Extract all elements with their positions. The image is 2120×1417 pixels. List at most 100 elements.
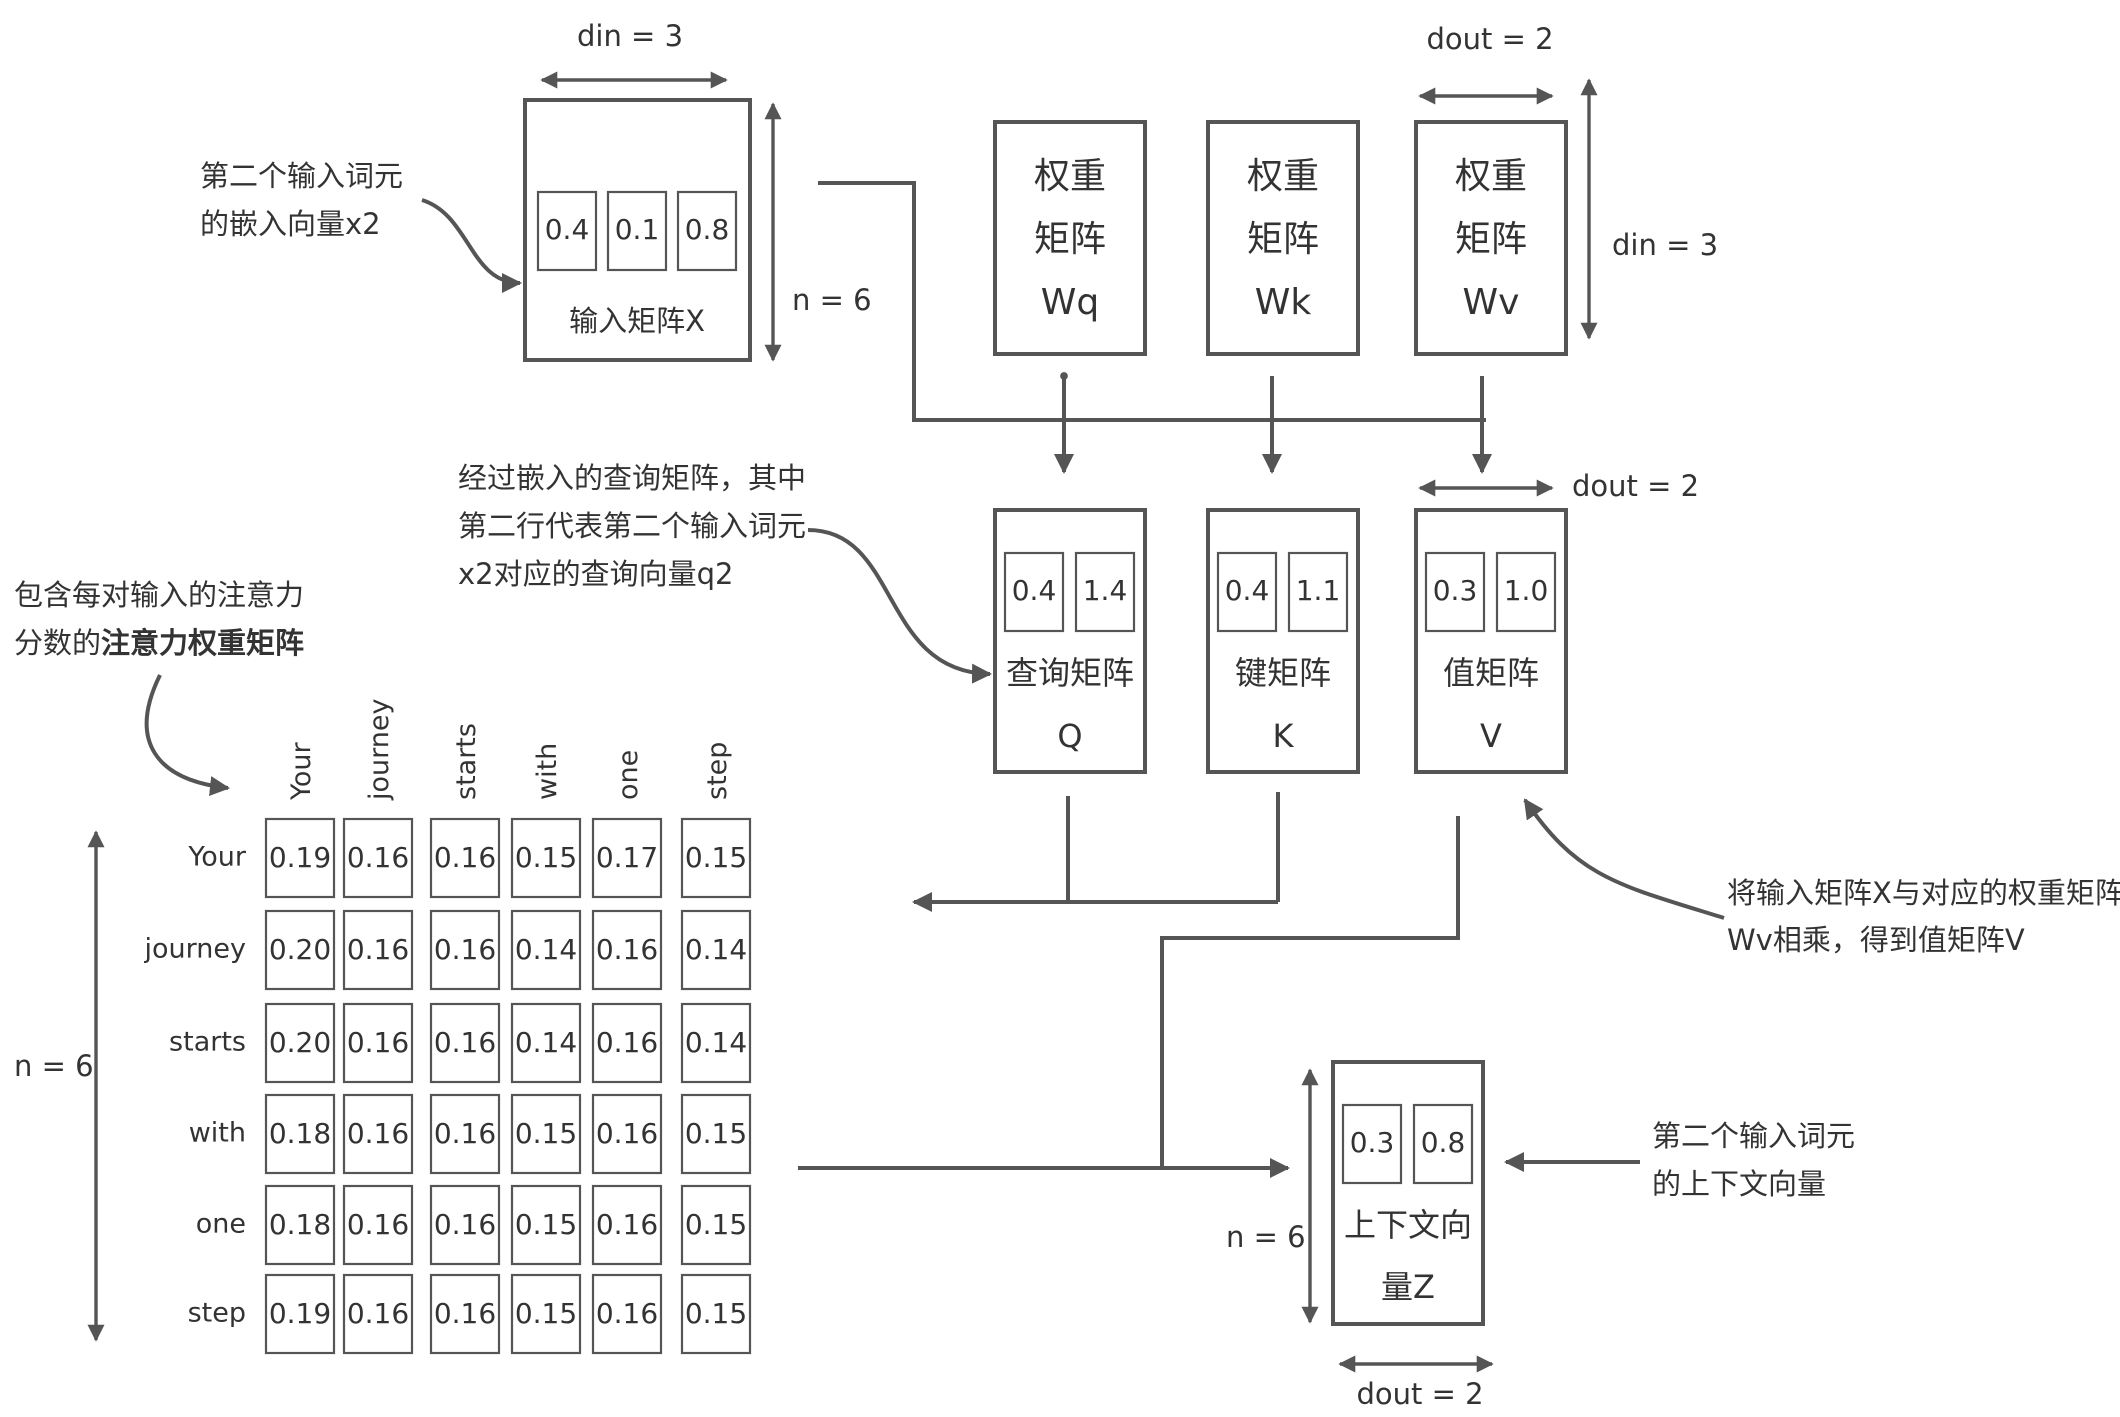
attention-weight-value: 0.16 [434, 1297, 496, 1330]
attention-weight-value: 0.16 [434, 933, 496, 966]
attention-cell [429, 1273, 501, 1355]
input-annotation-line2: 的嵌入向量x2 [200, 207, 381, 241]
attention-weight-value: 0.16 [347, 1117, 409, 1150]
attention-row-label: one [196, 1209, 246, 1240]
attention-cell [680, 909, 752, 991]
svg-text:Wq: Wq [1041, 282, 1099, 323]
attention-row-label: journey [144, 934, 246, 965]
svg-text:1.4: 1.4 [1083, 574, 1128, 607]
key-symbol: K [1273, 717, 1295, 755]
input-annotation-line1: 第二个输入词元 [200, 159, 403, 193]
svg-text:Wv: Wv [1463, 282, 1520, 323]
svg-text:0.3: 0.3 [1433, 574, 1478, 607]
qkv-matrices: 0.4 1.4 0.4 1.1 0.3 1.0 查询矩阵 键矩阵 值矩阵 Q K… [993, 508, 1568, 774]
svg-text:矩阵: 矩阵 [1247, 219, 1319, 260]
attention-cell [680, 1002, 752, 1084]
attention-cell [680, 1273, 752, 1355]
svg-text:0.4: 0.4 [1225, 574, 1270, 607]
attention-annotation-arrow [144, 674, 230, 796]
query-symbol: Q [1057, 717, 1082, 755]
attention-weight-value: 0.15 [685, 1297, 747, 1330]
input-to-weights-connector [818, 181, 1486, 422]
query-annotation-line3: x2对应的查询向量q2 [458, 557, 733, 591]
context-label-line2: 量Z [1381, 1268, 1435, 1306]
attention-weight-value: 0.14 [685, 1026, 747, 1059]
attention-weight-value: 0.15 [685, 841, 747, 874]
attention-cell [264, 817, 336, 899]
attention-cell [591, 1273, 663, 1355]
svg-text:1.0: 1.0 [1504, 574, 1549, 607]
value-annotation-line2: Wv相乘，得到值矩阵V [1727, 923, 2025, 957]
attention-weight-value: 0.16 [434, 1208, 496, 1241]
attention-cell [591, 817, 663, 899]
context-annotation-line2: 的上下文向量 [1652, 1167, 1826, 1201]
context-width-label: dout = 2 [1356, 1377, 1483, 1411]
context-value: 0.3 [1350, 1126, 1395, 1159]
attention-weight-value: 0.14 [515, 933, 577, 966]
attention-column-label: with [532, 743, 563, 800]
input-matrix-label: 输入矩阵X [569, 304, 705, 338]
attention-cell [429, 1002, 501, 1084]
value-to-context-line [1160, 816, 1460, 1168]
attention-weight-value: 0.16 [596, 1208, 658, 1241]
attention-weight-value: 0.16 [347, 841, 409, 874]
attention-weight-value: 0.14 [515, 1026, 577, 1059]
attention-annotation-line2: 分数的注意力权重矩阵 [14, 626, 304, 660]
svg-text:权重: 权重 [1247, 156, 1319, 197]
input-annotation-arrow [421, 198, 522, 293]
input-value: 0.8 [685, 213, 730, 246]
attention-cell [342, 1184, 414, 1266]
attention-cell [342, 1093, 414, 1175]
input-value: 0.4 [545, 213, 590, 246]
attention-weight-value: 0.15 [685, 1117, 747, 1150]
value-label: 值矩阵 [1443, 654, 1539, 692]
attention-column-label: Your [286, 741, 317, 801]
attention-weight-value: 0.16 [596, 1026, 658, 1059]
attention-weight-value: 0.18 [269, 1208, 331, 1241]
attention-cell [591, 1184, 663, 1266]
attention-weight-value: 0.15 [685, 1208, 747, 1241]
weight-height-label: din = 3 [1612, 228, 1718, 262]
query-annotation-arrow [807, 528, 992, 684]
attention-column-label: one [613, 750, 644, 800]
attention-cell [429, 909, 501, 991]
weight-matrices: 权重 矩阵 Wq 权重 矩阵 Wk 权重 矩阵 Wv [993, 120, 1568, 356]
query-label: 查询矩阵 [1006, 654, 1134, 692]
weight-matrix-wk [1206, 120, 1360, 356]
attention-cell [591, 909, 663, 991]
attention-cell [429, 817, 501, 899]
input-matrix-x: 0.4 0.1 0.8 输入矩阵X [523, 98, 752, 362]
attention-weight-value: 0.15 [515, 1208, 577, 1241]
attention-cell [591, 1093, 663, 1175]
attention-cell [342, 817, 414, 899]
attention-cell [342, 1002, 414, 1084]
attention-row-label: starts [169, 1027, 246, 1058]
attention-cell [510, 1273, 582, 1355]
svg-text:权重: 权重 [1034, 156, 1106, 197]
attention-cell [264, 1184, 336, 1266]
context-annotation-line1: 第二个输入词元 [1652, 1119, 1855, 1153]
attention-cell [429, 1093, 501, 1175]
input-value: 0.1 [615, 213, 660, 246]
svg-text:矩阵: 矩阵 [1455, 219, 1527, 260]
svg-text:1.1: 1.1 [1296, 574, 1341, 607]
weight-matrix-wq [993, 120, 1147, 356]
svg-text:权重: 权重 [1455, 156, 1527, 197]
input-cell [536, 190, 598, 272]
attention-weight-value: 0.16 [596, 1297, 658, 1330]
attention-cell [342, 909, 414, 991]
attention-weight-value: 0.17 [596, 841, 658, 874]
context-label-line1: 上下文向 [1344, 1206, 1472, 1244]
attention-annotation-line1: 包含每对输入的注意力 [14, 578, 304, 612]
query-annotation-line1: 经过嵌入的查询矩阵，其中 [458, 461, 806, 495]
attention-weight-value: 0.19 [269, 841, 331, 874]
attention-cell [680, 817, 752, 899]
attention-cell [591, 1002, 663, 1084]
attention-cell [510, 1184, 582, 1266]
attention-weight-value: 0.16 [596, 1117, 658, 1150]
attention-cell [264, 1093, 336, 1175]
attention-column-label: step [702, 742, 733, 800]
